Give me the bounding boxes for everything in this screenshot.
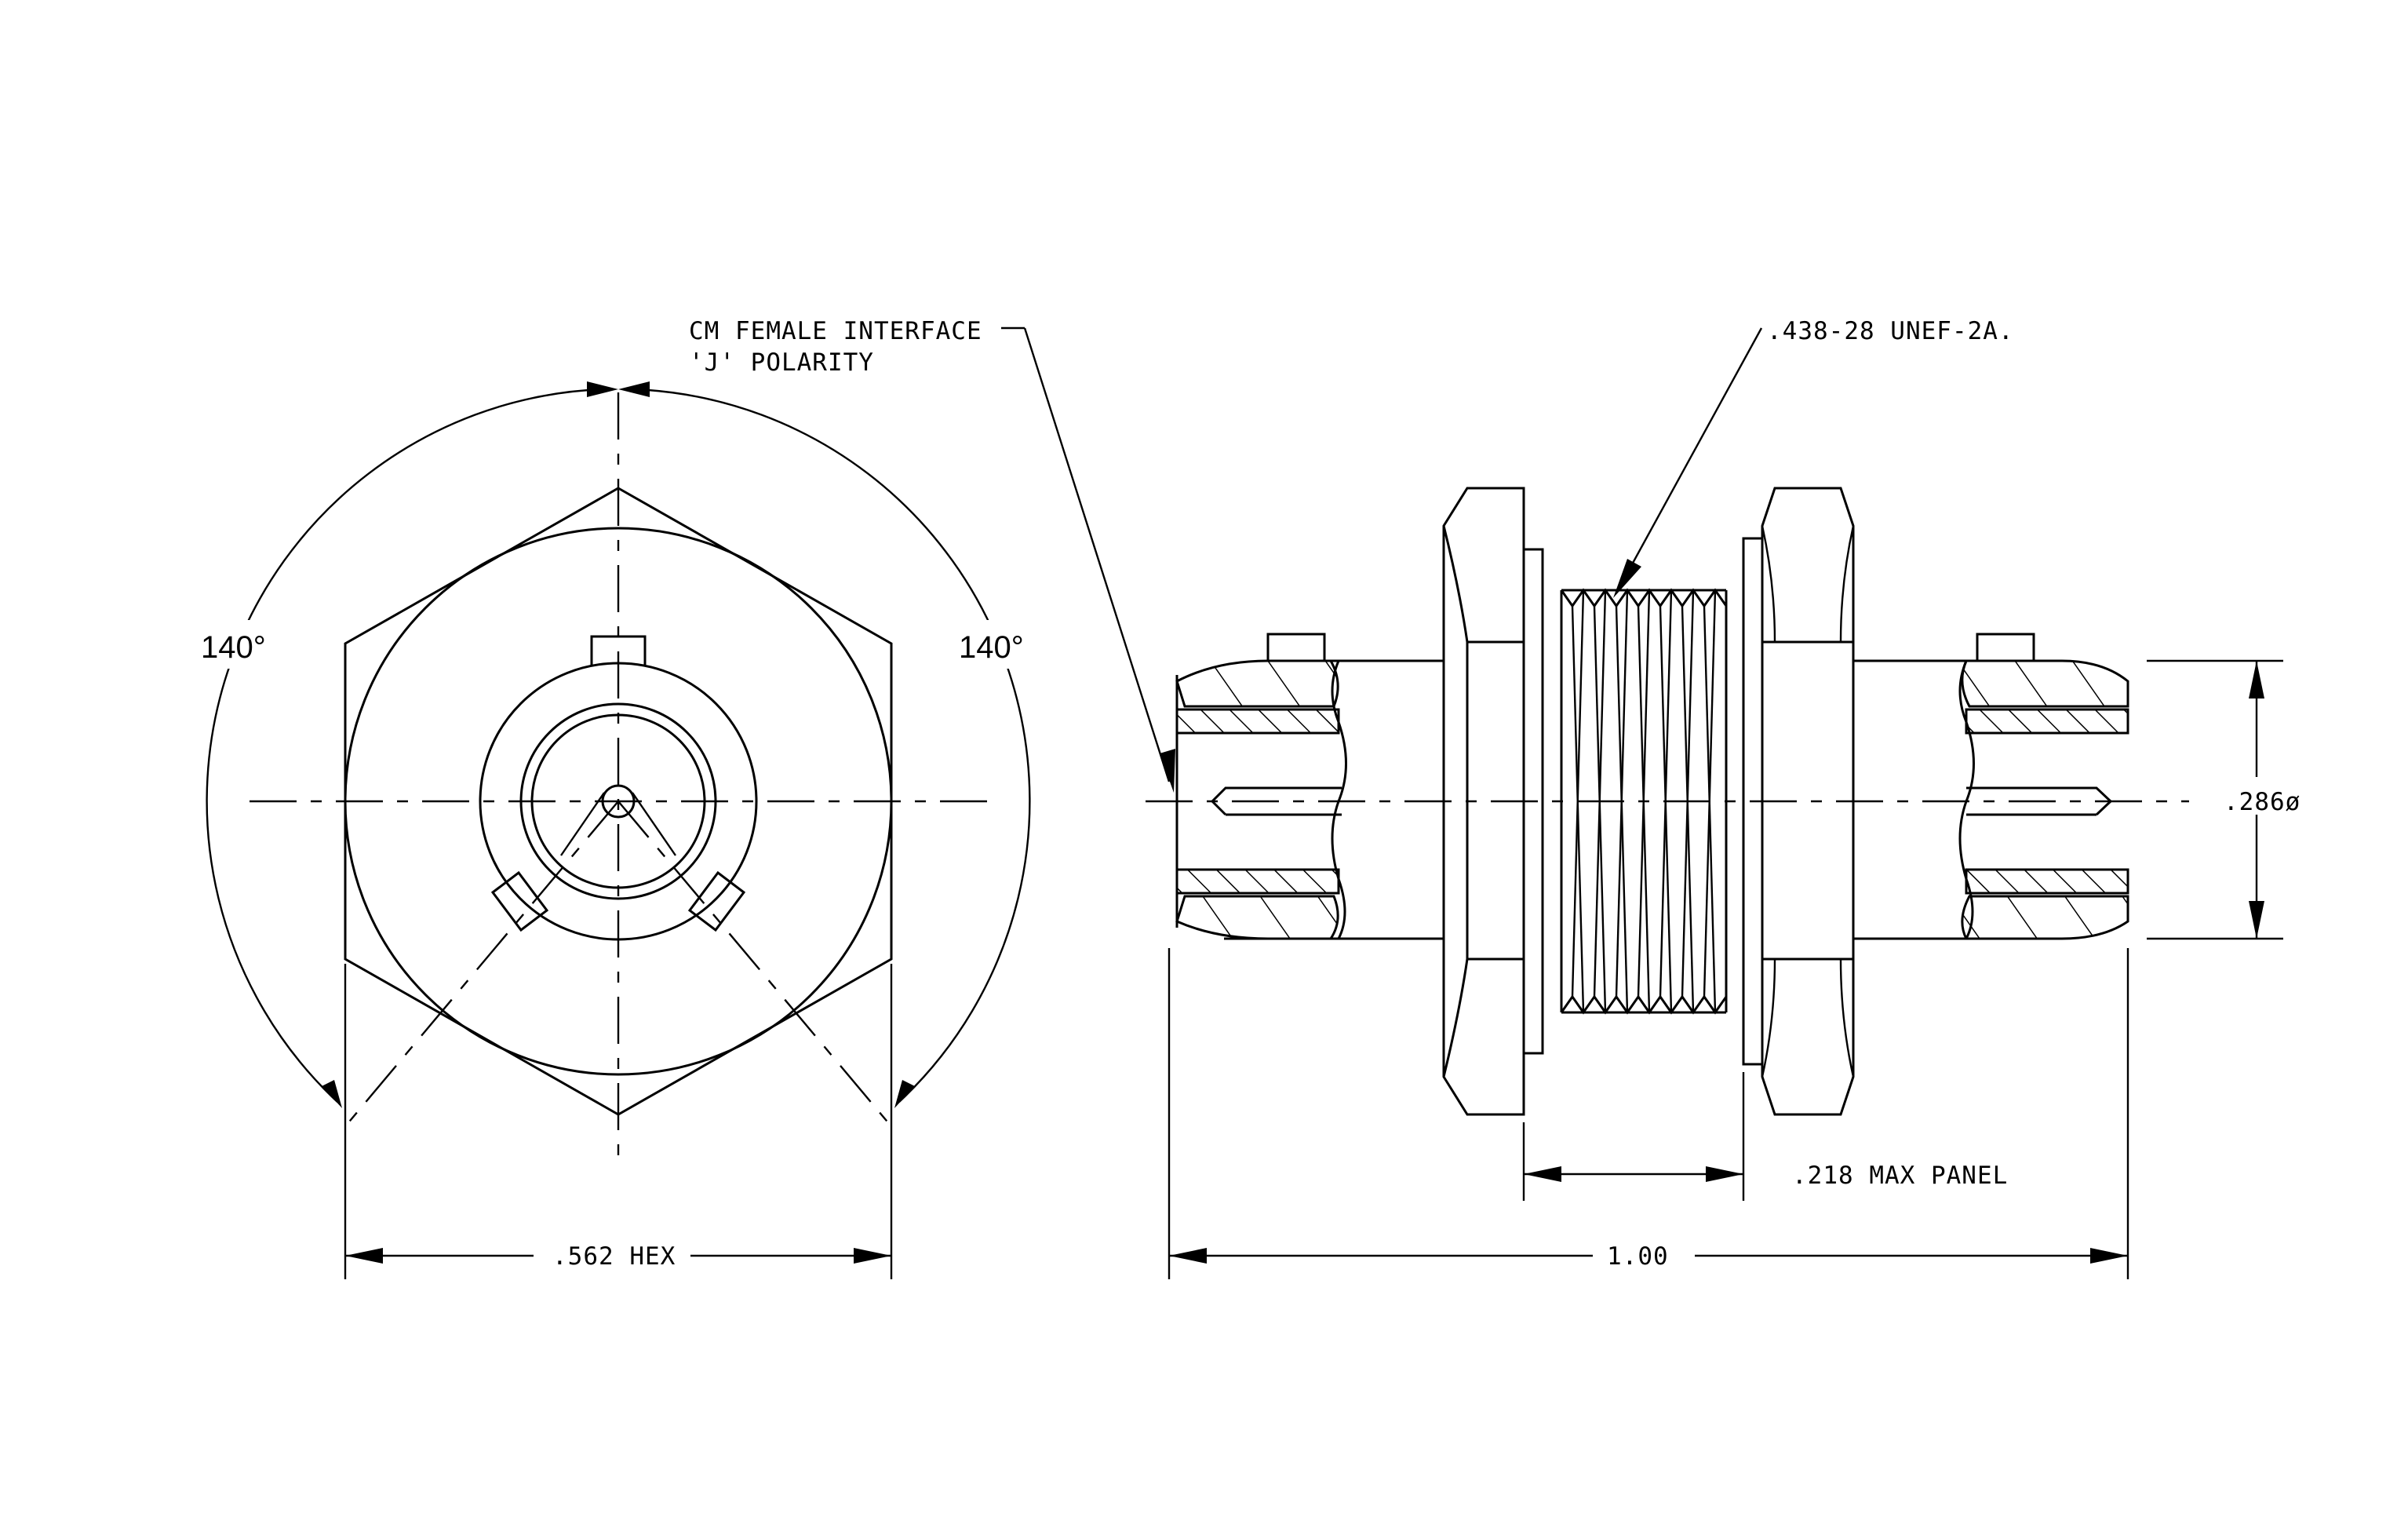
right-nut xyxy=(1742,487,1855,1116)
angle-left-label: 140° xyxy=(201,630,266,665)
right-key xyxy=(687,870,746,932)
left-end-section xyxy=(1175,633,1444,940)
left-break-line xyxy=(1331,660,1347,939)
threaded-body xyxy=(1560,588,1728,1015)
right-end-section xyxy=(1853,633,2129,940)
left-angle-arc xyxy=(206,388,589,1103)
length-label: 1.00 xyxy=(1607,1242,1669,1271)
interface-label-line1: CM FEMALE INTERFACE xyxy=(689,317,982,345)
interface-leader xyxy=(1023,327,1171,782)
right-angle-line xyxy=(617,801,895,1131)
side-view xyxy=(1001,326,2283,1279)
left-angle-line xyxy=(341,801,619,1131)
panel-label: .218 MAX PANEL xyxy=(1792,1162,2008,1190)
left-nut xyxy=(1442,487,1544,1116)
right-angle-arc xyxy=(647,388,1031,1103)
left-key xyxy=(490,870,549,932)
right-break-line xyxy=(1958,660,1975,939)
angle-right-label: 140° xyxy=(959,630,1024,665)
thread-label: .438-28 UNEF-2A. xyxy=(1767,317,2014,345)
interface-label-line2: 'J' POLARITY xyxy=(689,348,874,377)
diameter-label: .286ø xyxy=(2224,788,2301,816)
front-view: 140° 140° .562 HEX xyxy=(195,381,1042,1279)
thread-leader xyxy=(1616,327,1763,591)
hex-label: .562 HEX xyxy=(552,1242,676,1271)
